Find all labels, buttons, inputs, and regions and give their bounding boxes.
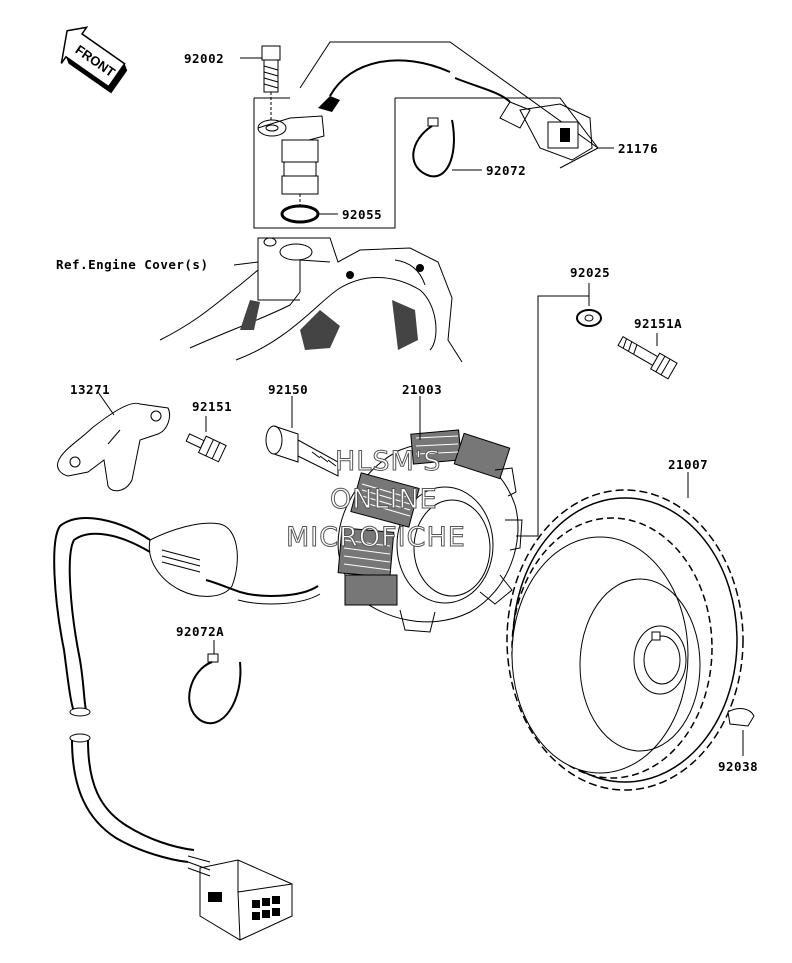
flywheel-21007 xyxy=(506,489,744,791)
part-label-92072a[interactable]: 92072A xyxy=(176,624,224,639)
clamp-92072 xyxy=(412,117,455,178)
watermark-line-3: MICROFICHE xyxy=(286,522,466,553)
part-label-92038[interactable]: 92038 xyxy=(718,759,758,774)
clamp-92072a xyxy=(188,653,242,725)
bolt-92151a xyxy=(617,335,678,380)
reference-label: Ref.Engine Cover(s) xyxy=(56,257,209,272)
speed-sensor xyxy=(257,59,511,206)
part-label-92072[interactable]: 92072 xyxy=(486,163,526,178)
part-label-13271[interactable]: 13271 xyxy=(70,382,110,397)
front-arrow-icon: FRONT xyxy=(60,26,128,94)
part-label-92151a[interactable]: 92151A xyxy=(634,316,682,331)
engine-cover xyxy=(159,237,463,363)
part-label-21007[interactable]: 21007 xyxy=(668,457,708,472)
bracket-13271 xyxy=(57,402,171,492)
bolt-92002 xyxy=(261,45,281,120)
part-label-92002[interactable]: 92002 xyxy=(184,51,224,66)
bolt-92151 xyxy=(185,433,227,463)
key-92038 xyxy=(727,708,755,727)
stator-21003 xyxy=(337,429,523,633)
watermark: HLSM'S ONLINE MICROFICHE xyxy=(286,446,466,554)
watermark-line-1: HLSM'S xyxy=(335,446,441,477)
harness-connector xyxy=(199,859,293,941)
part-label-21176[interactable]: 21176 xyxy=(618,141,658,156)
wiring-harness xyxy=(53,517,321,877)
bolt-92150 xyxy=(265,425,339,477)
part-label-92151[interactable]: 92151 xyxy=(192,399,232,414)
part-label-92055[interactable]: 92055 xyxy=(342,207,382,222)
connector-21176 xyxy=(499,101,593,161)
sensor-bracket-box xyxy=(253,41,599,229)
part-label-92150[interactable]: 92150 xyxy=(268,382,308,397)
watermark-line-2: ONLINE xyxy=(330,484,438,515)
o-ring-92055 xyxy=(280,204,320,224)
part-label-21003[interactable]: 21003 xyxy=(402,382,442,397)
part-label-92025[interactable]: 92025 xyxy=(570,265,610,280)
